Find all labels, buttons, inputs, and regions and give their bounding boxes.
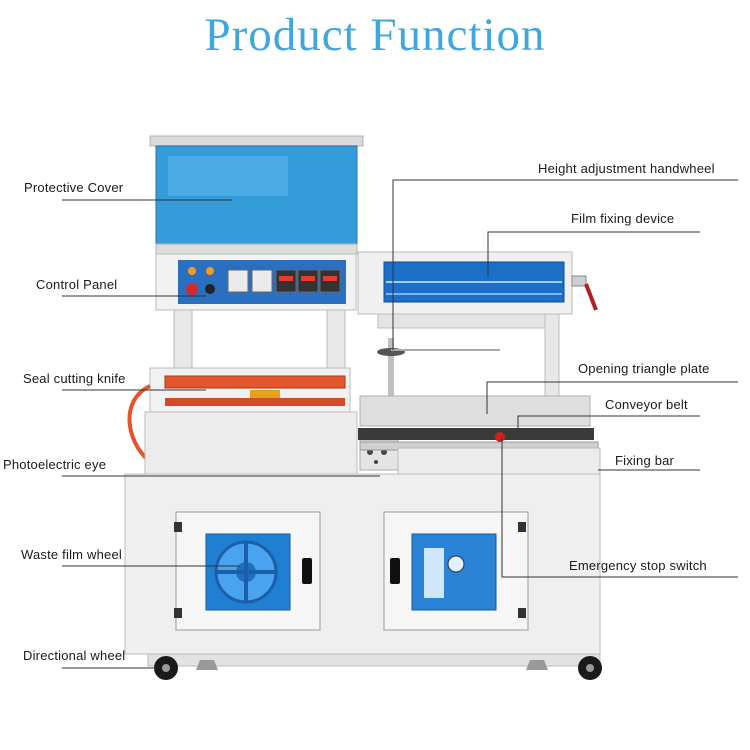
conveyor-belt [358,428,594,440]
label-photoelectric-eye: Photoelectric eye [3,457,107,472]
indicator-light [188,267,196,275]
label-directional-wheel: Directional wheel [23,648,126,663]
cover-highlight [168,156,288,196]
rotary-switch [205,284,215,294]
leveling-foot [526,660,548,670]
film-handle [584,283,598,311]
leader-height-adjustment-handwheel [392,179,738,350]
label-control-panel: Control Panel [36,277,118,292]
leader-conveyor-belt [517,415,700,432]
support-column [173,309,193,371]
door-hinge [518,522,526,532]
opening-triangle-plate [359,395,591,427]
page-title: Product Function [204,9,546,61]
label-film-fixing-device: Film fixing device [571,211,675,226]
leader-opening-triangle-plate [486,381,738,414]
sealing-chamber [144,411,358,479]
label-waste-film-wheel: Waste film wheel [21,547,122,562]
right-column [544,313,560,400]
label-seal-cutting-knife: Seal cutting knife [23,371,126,386]
label-opening-triangle-plate: Opening triangle plate [578,361,710,376]
leader-film-fixing-device [487,231,700,276]
indicator-light [206,267,214,275]
label-conveyor-belt: Conveyor belt [605,397,688,412]
door-hinge [174,522,182,532]
leader-emergency-stop-switch [501,438,738,578]
support-column [326,309,346,371]
emergency-stop-switch [495,432,505,442]
leveling-foot [196,660,218,670]
knife-bar [165,398,345,406]
label-fixing-bar: Fixing bar [615,453,675,468]
label-height-adjustment-handwheel: Height adjustment handwheel [538,161,715,176]
film-roller-knob [571,275,587,287]
temperature-display [227,269,249,293]
right-body-top [397,447,601,475]
cover-top-rail [149,135,364,147]
height-screw [388,338,394,418]
door-latch [390,558,400,584]
door-hinge [518,608,526,618]
cover-frame [155,243,358,255]
seal-cutting-knife [164,375,346,389]
door-hinge [174,608,182,618]
label-protective-cover: Protective Cover [24,180,124,195]
label-emergency-stop-switch: Emergency stop switch [569,558,707,573]
temperature-display [251,269,273,293]
heater-cable [127,384,151,462]
power-switch [186,283,198,295]
film-support-beam [377,313,557,329]
door-latch [302,558,312,584]
machine-base [147,653,601,667]
